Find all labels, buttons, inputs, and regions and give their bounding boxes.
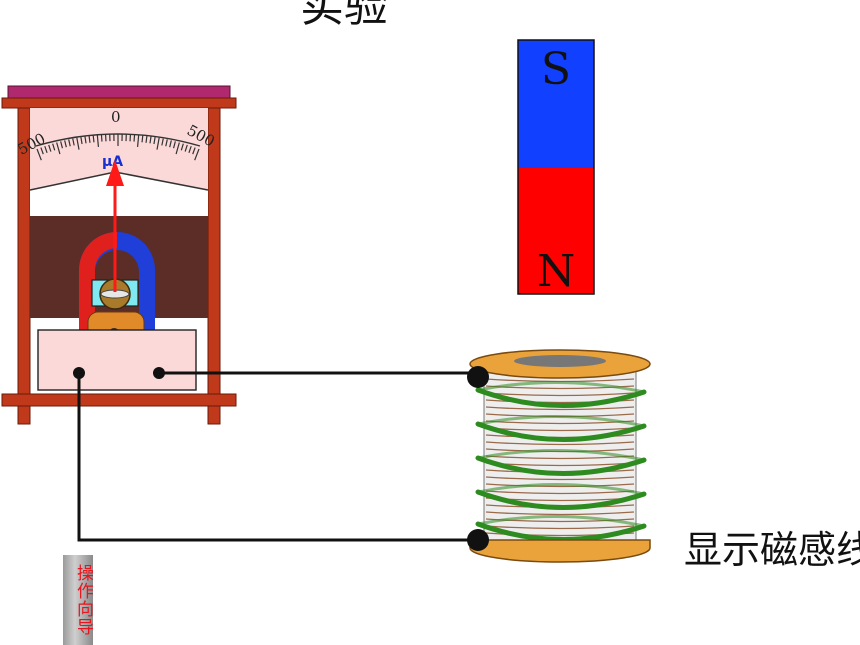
coil-spool [467,349,651,563]
meter-scale-tick [76,137,80,150]
meter-scale-tick [52,143,56,151]
circuit-wires [77,371,478,542]
spool-winding-line [485,427,635,432]
meter-scale-tick [149,136,152,144]
meter-horseshoe-red [79,232,117,330]
coil-wire-turn-back [477,414,645,428]
meter-scale-tick [136,134,140,147]
meter-scale-zero-label: 0 [111,108,121,126]
meter-scale-tick [68,139,71,147]
coil-terminal-bottom[interactable] [467,529,489,551]
magnet-south-label: S [541,44,571,95]
coil-wire-turn-back [477,448,645,462]
coil-wire-turn-back [477,482,645,496]
meter-scale-tick [56,142,61,155]
meter-scale-tick [92,135,95,143]
meter-scale-tick [145,135,148,143]
meter-left-foot [17,405,31,425]
wire-bottom [77,373,478,542]
bar-magnet[interactable]: S N [517,39,595,297]
meter-top-cap [7,85,231,99]
meter-scale-tick [175,142,180,155]
meter-top-rail [1,97,237,109]
meter-scale-tick [192,147,196,155]
spool-winding-line [485,455,635,460]
meter-scale-tick [84,136,87,144]
coil-wire-turn-back [477,380,645,394]
coil-terminal-top[interactable] [467,366,489,388]
meter-scale-tick [40,147,44,155]
meter-scale-tick [44,145,48,154]
meter-scale-tick [133,134,136,142]
meter-scale-tick [80,136,83,145]
meter-scale-ticks [36,134,200,161]
meter-right-post [207,107,221,423]
spool-winding-line [485,406,635,411]
meter-scale-tick [184,144,188,152]
meter-scale-tick [172,141,176,149]
spool-bottom-flange [469,539,651,563]
meter-scale-tick [100,134,103,142]
spool-winding-line [485,441,635,446]
spool-winding-line [485,490,635,495]
magnet-south-pole [518,40,594,168]
meter-scale-tick [96,134,100,147]
spool-winding-line [485,392,635,397]
meter-terminal-panel [37,329,197,391]
coil-wire-turn-front [475,489,647,510]
spool-top-hole [514,355,606,367]
operation-guide-button[interactable]: 操作向导 [63,555,93,645]
meter-base [1,393,237,407]
meter-scale-tick [48,144,52,152]
meter-scale-tick [88,135,91,143]
spool-winding-line [485,483,635,488]
meter-needle [106,160,124,292]
meter-scale-tick [72,138,75,146]
meter-right-foot [207,405,221,425]
meter-scale-tick [161,138,164,146]
magnet-north-label: N [537,246,576,297]
spool-winding-line [485,525,635,530]
meter-scale-tick [169,140,172,148]
page-title: 实验 [300,0,388,32]
meter-scale-tick [180,143,184,151]
show-field-lines-label[interactable]: 显示磁感线 [684,528,860,572]
magnet-north-pole [518,168,594,294]
spool-winding-line [485,511,635,516]
magnet-outline [517,39,595,295]
meter-scale-tick [64,140,67,148]
meter-scale-tick [165,139,168,147]
coil-wire-helix [475,380,647,542]
meter-scale-tick [153,136,156,145]
meter-scale-tick [188,145,192,154]
meter-dial-window [30,172,208,216]
galvanometer: 500 0 500 μA ⊖ [1,85,237,425]
meter-scale-tick [156,137,160,150]
coil-wire-turn-front [475,455,647,476]
coil-wire-turn-front [475,387,647,408]
meter-scale-tick [194,148,200,161]
meter-unit-label: μA [102,154,123,170]
coil-wire-turn-back [477,514,645,528]
meter-scale-tick [141,135,144,143]
spool-winding-line [485,476,635,481]
meter-scale-tick [60,141,64,149]
meter-scale-tick [36,148,42,161]
coil-wire-turn-front [475,421,647,442]
